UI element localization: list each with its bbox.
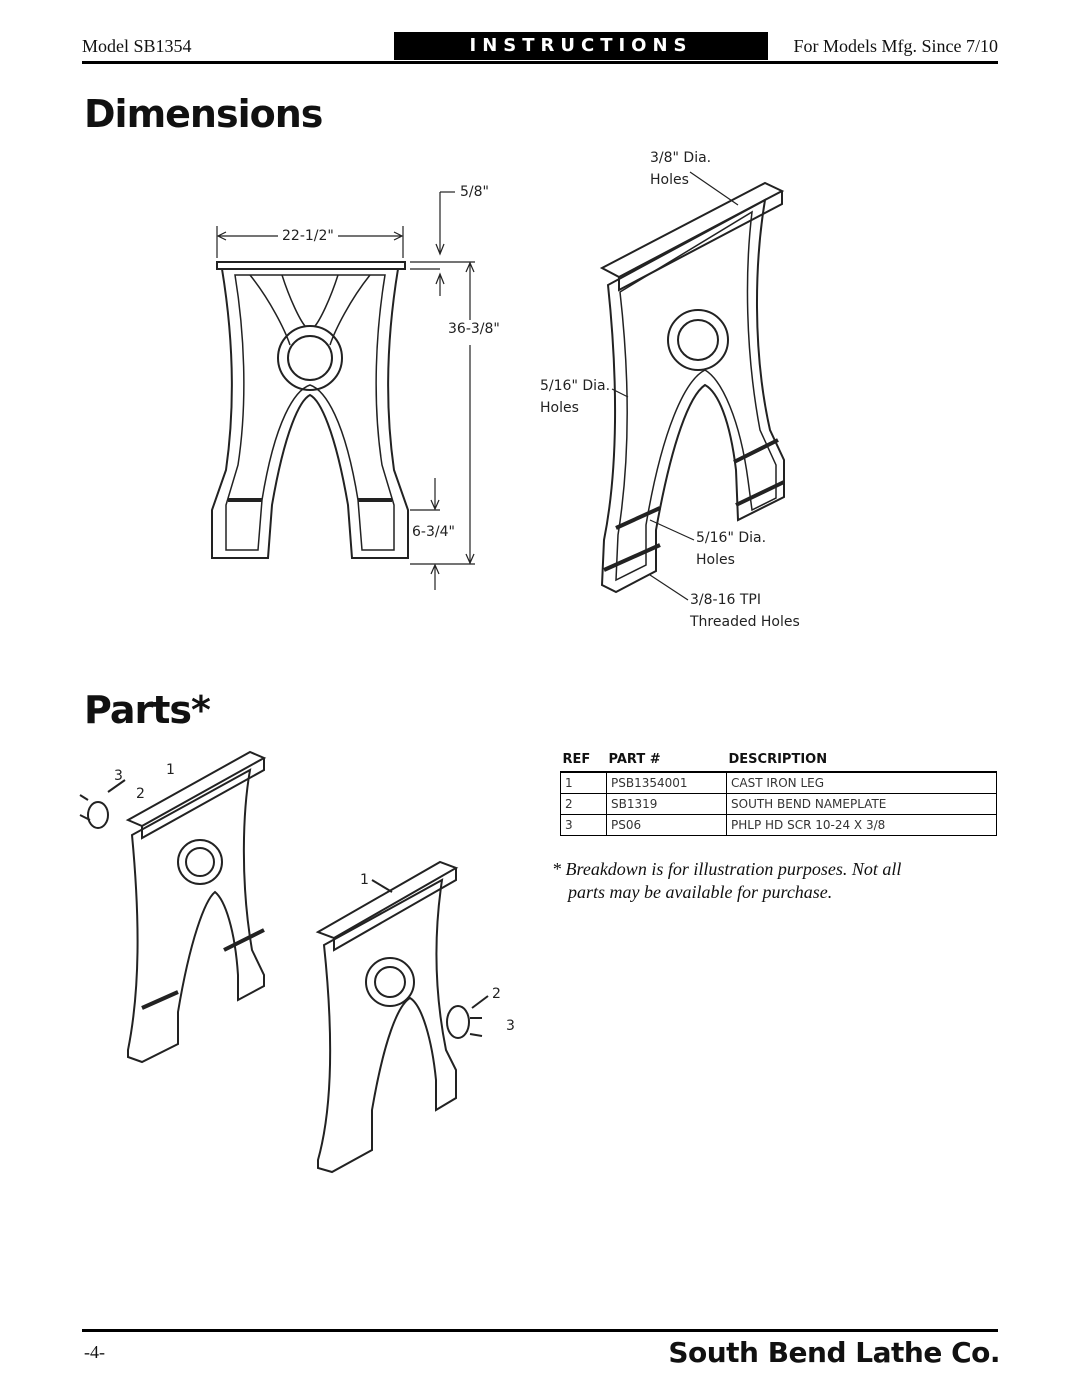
top-thickness-label: 5/8"	[460, 184, 489, 200]
dimensions-title: Dimensions	[84, 92, 323, 136]
threaded-label: 3/8-16 TPI	[690, 592, 761, 608]
callout-2a: 2	[136, 786, 145, 802]
footer-rule	[82, 1329, 998, 1332]
ref-cell: 2	[560, 793, 607, 815]
height-label: 36-3/8"	[448, 321, 500, 337]
callout-1b: 1	[360, 872, 369, 888]
table-row: 1 PSB1354001 CAST IRON LEG	[560, 771, 997, 794]
models-since-label: For Models Mfg. Since 7/10	[793, 36, 999, 56]
col-part: PART #	[606, 752, 727, 773]
callout-3b: 3	[506, 1018, 515, 1034]
part-cell: SB1319	[606, 793, 727, 815]
mid-holes-label-2: Holes	[540, 400, 579, 416]
parts-leg-b	[315, 860, 489, 1174]
front-view-leg	[211, 261, 409, 559]
dimension-lines	[216, 191, 475, 590]
description-cell: SOUTH BEND NAMEPLATE	[726, 793, 997, 815]
threaded-label-2: Threaded Holes	[690, 614, 800, 630]
callout-2b: 2	[492, 986, 501, 1002]
ref-cell: 1	[560, 771, 607, 794]
parts-leg-a	[79, 750, 267, 1064]
ref-cell: 3	[560, 814, 607, 836]
description-cell: PHLP HD SCR 10-24 X 3/8	[726, 814, 997, 836]
page-number: -4-	[84, 1342, 105, 1362]
parts-note-line-1: * Breakdown is for illustration purposes…	[552, 859, 902, 879]
col-description: DESCRIPTION	[726, 752, 997, 773]
model-label: Model SB1354	[82, 36, 192, 56]
col-ref: REF	[560, 752, 607, 773]
callout-1a: 1	[166, 762, 175, 778]
top-holes-label-2: Holes	[650, 172, 689, 188]
part-cell: PS06	[606, 814, 727, 836]
section-banner: INSTRUCTIONS	[394, 32, 768, 60]
part-cell: PSB1354001	[606, 771, 727, 794]
page-header: Model SB1354 INSTRUCTIONS For Models Mfg…	[82, 32, 998, 62]
parts-note-line-2: parts may be available for purchase.	[568, 882, 833, 902]
parts-table-header: REF PART # DESCRIPTION	[560, 752, 997, 773]
width-label: 22-1/2"	[282, 228, 334, 244]
callout-3a: 3	[114, 768, 123, 784]
foot-height-label: 6-3/4"	[412, 524, 455, 540]
parts-table: REF PART # DESCRIPTION 1 PSB1354001 CAST…	[560, 752, 997, 836]
low-holes-label: 5/16" Dia.	[696, 530, 767, 546]
brand-logo: South Bend Lathe Co.	[668, 1336, 1000, 1369]
mid-holes-label: 5/16" Dia.	[540, 378, 611, 394]
top-holes-label: 3/8" Dia.	[650, 150, 712, 166]
low-holes-label-2: Holes	[696, 552, 735, 568]
table-row: 2 SB1319 SOUTH BEND NAMEPLATE	[560, 793, 997, 815]
iso-view-leg	[599, 181, 785, 594]
description-cell: CAST IRON LEG	[726, 771, 997, 794]
header-rule	[82, 61, 998, 64]
parts-title: Parts*	[84, 688, 211, 732]
parts-note: * Breakdown is for illustration purposes…	[552, 858, 992, 904]
table-row: 3 PS06 PHLP HD SCR 10-24 X 3/8	[560, 814, 997, 836]
